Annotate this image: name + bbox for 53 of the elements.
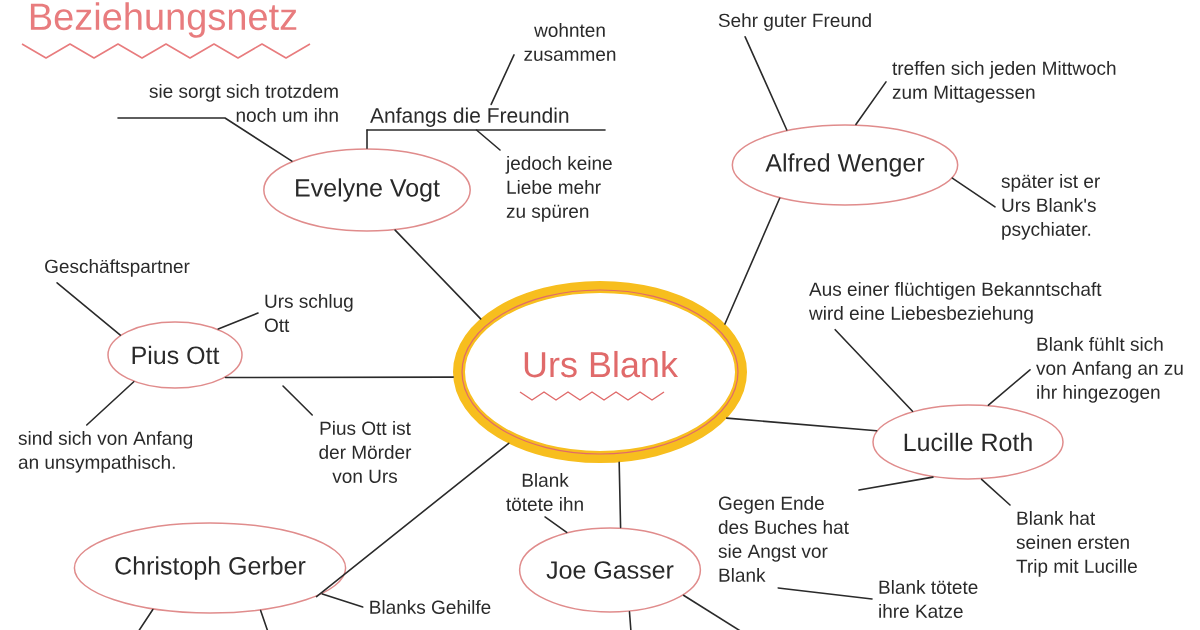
leader-line: [321, 593, 364, 608]
leader-line: [951, 177, 996, 208]
connector-line: [394, 229, 482, 320]
leader-line: [858, 476, 934, 491]
ellipse-node: Pius Ott: [107, 321, 243, 389]
leader-line: [137, 608, 154, 630]
leader-line: [544, 516, 568, 534]
annotation-text: Urs schlug Ott: [264, 294, 353, 332]
ellipse-node: Joe Gasser: [518, 527, 702, 613]
connector-line: [725, 417, 878, 432]
ellipse-node: Christoph Gerber: [73, 522, 347, 614]
annotation-text: Blanks Gehilfe: [370, 600, 491, 614]
leader-line: [282, 385, 313, 416]
leader-line: [217, 312, 259, 330]
annotation-text: Blank hat seinen ersten Trip mit Lucille: [1016, 511, 1137, 577]
annotation-text: später ist er Urs Blank's psychiater.: [1001, 174, 1100, 240]
leader-line: [490, 54, 515, 106]
annotation-text: Blank fühlt sich von Anfang an zu ihr hingezogen: [1036, 337, 1183, 403]
leader-line: [682, 594, 743, 630]
ellipse-node: Lucille Roth: [872, 404, 1064, 480]
annotation-text: Blank tötete ihn: [506, 473, 583, 511]
ellipse-node: Evelyne Vogt: [263, 148, 471, 232]
leader-line: [85, 380, 135, 426]
annotation-text: treffen sich jeden Mittwoch zum Mittagessen: [892, 61, 1116, 103]
annotation-text: Aus einer flüchtigen Bekanntschaft wird eine Liebesbeziehung: [809, 282, 1102, 324]
annotation-text: Pius Ott ist der Mörder von Urs: [319, 421, 412, 483]
leader-line: [987, 369, 1031, 406]
annotation-text: Gegen Ende des Buches hat sie Angst vor Blank: [718, 496, 849, 582]
annotation-text: sind sich von Anfang an unsympathisch.: [18, 431, 193, 473]
annotation-text: sie sorgt sich trotzdem noch um ihn: [149, 84, 338, 122]
leader-line: [117, 117, 293, 162]
leader-line: [855, 81, 887, 126]
connector-line: [224, 376, 455, 379]
annotation-text: wohnten zusammen: [524, 23, 616, 61]
annotation-text: Geschäftspartner: [45, 259, 190, 277]
annotation-text: Sehr guter Freund: [718, 13, 871, 31]
leader-line: [475, 129, 501, 151]
leader-line: [628, 610, 632, 630]
connector-line: [724, 197, 781, 325]
leader-line: [259, 609, 269, 630]
leader-line: [744, 36, 788, 131]
leader-line: [366, 129, 368, 150]
title: Beziehungsnetz: [30, 2, 297, 38]
annotation-text: Blank tötete ihre Katze: [879, 580, 978, 618]
ellipse-node: Alfred Wenger: [731, 124, 959, 206]
leader-line: [980, 478, 1011, 506]
underlined-text: Anfangs die Freundin: [366, 107, 606, 131]
leader-line: [56, 282, 122, 336]
connector-line: [315, 442, 510, 598]
leader-line: [777, 587, 873, 600]
annotation-text: jedoch keine Liebe mehr zu spüren: [505, 156, 612, 222]
connector-line: [618, 461, 622, 529]
leader-line: [834, 328, 914, 413]
